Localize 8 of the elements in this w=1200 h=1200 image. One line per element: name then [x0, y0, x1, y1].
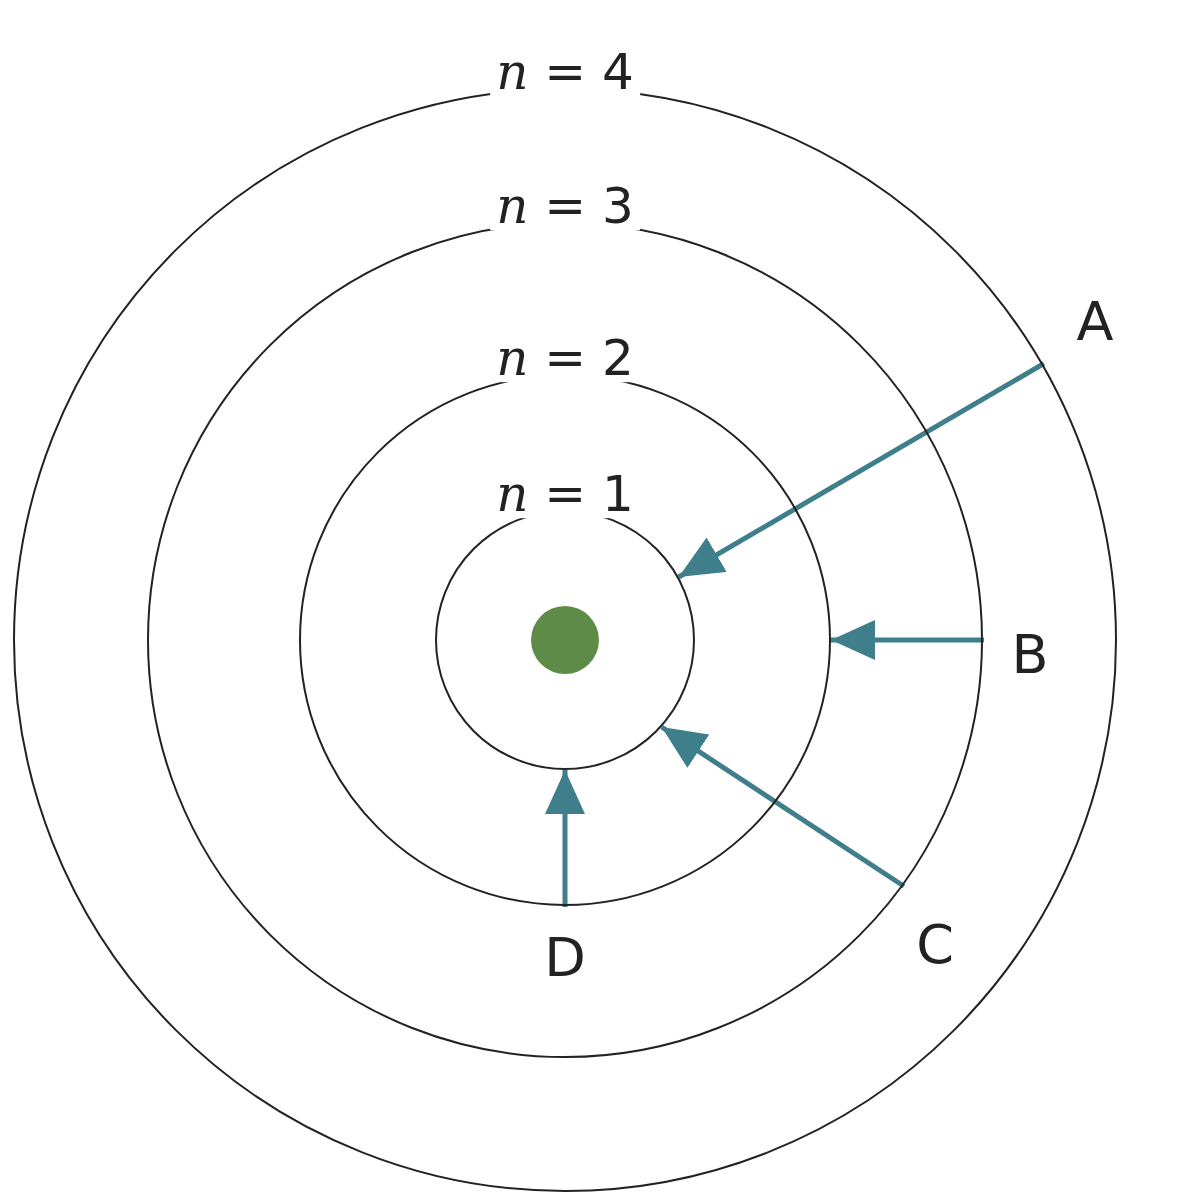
- arrow: [831, 620, 984, 660]
- edge-label: A: [1076, 292, 1114, 352]
- arrow: [545, 770, 585, 907]
- edge-label: B: [1011, 625, 1049, 685]
- arrow: [660, 724, 906, 889]
- edge-label: D: [544, 928, 586, 988]
- arrow: [677, 361, 1046, 580]
- edge-label: C: [916, 915, 954, 975]
